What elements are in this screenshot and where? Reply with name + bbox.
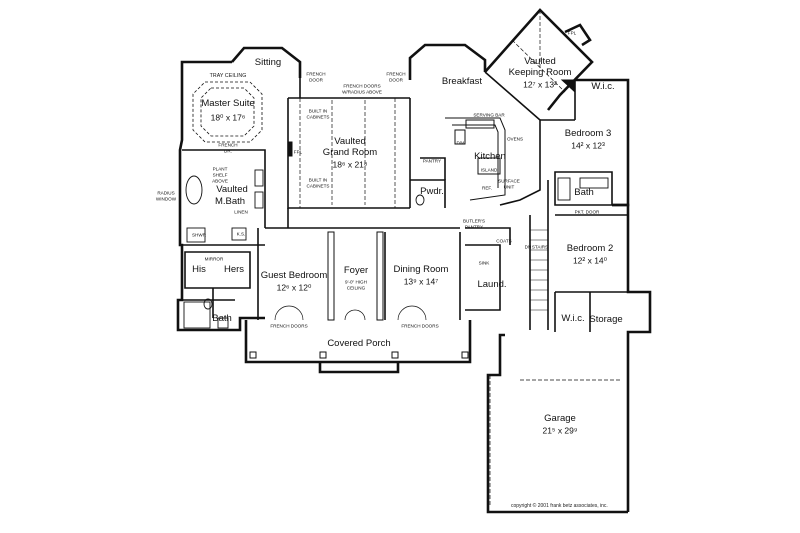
room-label-mbath: M.Bath [214,195,246,207]
note-built-in-cabinets-1b: CABINETS [306,114,330,120]
note-island: ISLAND [480,167,498,173]
room-label-keeping-room: Keeping Room [508,66,572,78]
note-pantry: PANTRY [422,158,442,164]
note-french-door-2b: DOOR [389,77,403,83]
room-label-wic-top: W.i.c. [591,80,615,92]
room-dim-grand-room: 18⁶ x 21⁸ [332,159,368,170]
note-french-door-1: FRENCH [306,71,326,77]
room-dim-dining-room: 13⁹ x 14⁷ [403,276,439,287]
room-dim-keeping-room: 12⁷ x 13² [523,79,557,90]
room-label-garage: Garage [544,412,576,424]
room-label-bedroom-2: Bedroom 2 [566,242,614,254]
note-coats: COATS [496,238,512,244]
note-ovens: OVENS [506,136,524,142]
note-french-door-1b: DOOR [309,77,323,83]
room-label-laund: Laund. [477,278,507,290]
note-built-in-cabinets-2b: CABINETS [306,183,330,189]
note-shwr: SHWR [191,232,207,238]
note-plant-shelf-b: SHELF [212,172,228,178]
note-serving-bar: SERVING BAR [473,112,505,118]
interior-walls [182,71,628,332]
note-butlers-pantry: BUTLER'S [462,218,486,224]
note-butlers-pantry-b: PANTRY [464,224,484,230]
room-label-storage: Storage [589,313,623,325]
note-french-dr: FRENCH [218,142,238,148]
note-french-door-2: FRENCH [386,71,406,77]
room-label-dining-room: Dining Room [393,263,449,275]
note-french-dr-b: DR. [224,148,232,154]
room-label-master-suite: Master Suite [201,97,255,109]
room-dim-guest-bedroom: 12⁶ x 12⁰ [276,282,312,293]
room-label-grand-room: Grand Room [322,146,378,158]
room-label-sitting: Sitting [254,56,282,68]
fireplaces [287,79,576,157]
note-french-doors-radius: FRENCH DOORS [343,83,381,89]
copyright-text: copyright © 2001 frank betz associates, … [511,503,608,509]
room-label-covered-porch: Covered Porch [327,337,391,349]
vault-lines [299,10,620,505]
note-plant-shelf: PLANT [212,166,228,172]
exterior-walls [176,8,652,514]
kitchen-cabinets [445,117,506,201]
room-label-bath-left: Bath [212,312,232,324]
note-radius-window: RADIUS [157,190,175,196]
note-ref: REF. [482,185,492,191]
note-foyer-ceiling-b: CEILING [346,285,366,291]
door-swings [274,305,427,321]
note-pkt-door: PKT. DOOR [574,209,600,215]
note-sink: SINK [478,260,490,266]
room-label-guest-bedroom: Guest Bedroom [260,269,328,281]
room-label-his: His [192,263,206,275]
room-dim-master-suite: 18⁰ x 17⁶ [210,112,246,123]
tray-ceiling-outline [192,81,263,143]
note-ks: K.S. [236,231,246,237]
stair-treads [530,229,548,311]
room-label-wic-bottom: W.i.c. [561,312,585,324]
note-built-in-cabinets-1: BUILT IN [308,108,328,114]
note-stairs: STAIRS [531,244,549,250]
room-label-vaulted-grand: Vaulted [334,135,366,147]
note-mirror: MIRROR [204,256,224,262]
room-label-bath-right: Bath [574,186,594,198]
room-label-vaulted-mbath: Vaulted [216,183,248,195]
note-surface-unit-b: UNIT [503,184,515,190]
note-radius-window-b: WINDOW [155,196,177,202]
note-tray-ceiling: TRAY CEILING [209,73,247,80]
note-fpl-grand: FPL [293,149,303,155]
room-label-pwdr: Pwdr. [420,185,444,197]
room-label-foyer: Foyer [343,264,369,276]
room-label-vaulted-keeping: Vaulted [524,55,556,67]
note-plant-shelf-c: ABOVE [212,178,228,184]
note-surface-unit: SURFACE [498,178,520,184]
note-linen: LINEN [234,209,248,215]
bath-fixtures [183,169,609,329]
note-french-doors-dining: FRENCH DOORS [401,323,439,329]
note-french-doors-radius-b: W/RADIUS ABOVE [342,89,382,95]
note-dn: DN [524,244,532,250]
note-built-in-cabinets-2: BUILT IN [308,177,328,183]
note-dw: D/W [456,140,466,146]
room-label-kitchen: Kitchen [474,150,506,162]
room-dim-bedroom-3: 14² x 12³ [571,140,605,151]
room-label-hers: Hers [223,263,245,275]
room-label-bedroom-3: Bedroom 3 [564,127,612,139]
note-foyer-ceiling: 9'-0" HIGH [345,279,367,285]
room-dim-garage: 21⁵ x 29⁹ [542,425,578,436]
note-fpl-top: FPL [567,30,577,36]
porch-columns [249,231,469,359]
room-label-breakfast: Breakfast [441,75,483,87]
note-french-doors-guest: FRENCH DOORS [270,323,308,329]
room-dim-bedroom-2: 12² x 14⁰ [572,255,608,266]
